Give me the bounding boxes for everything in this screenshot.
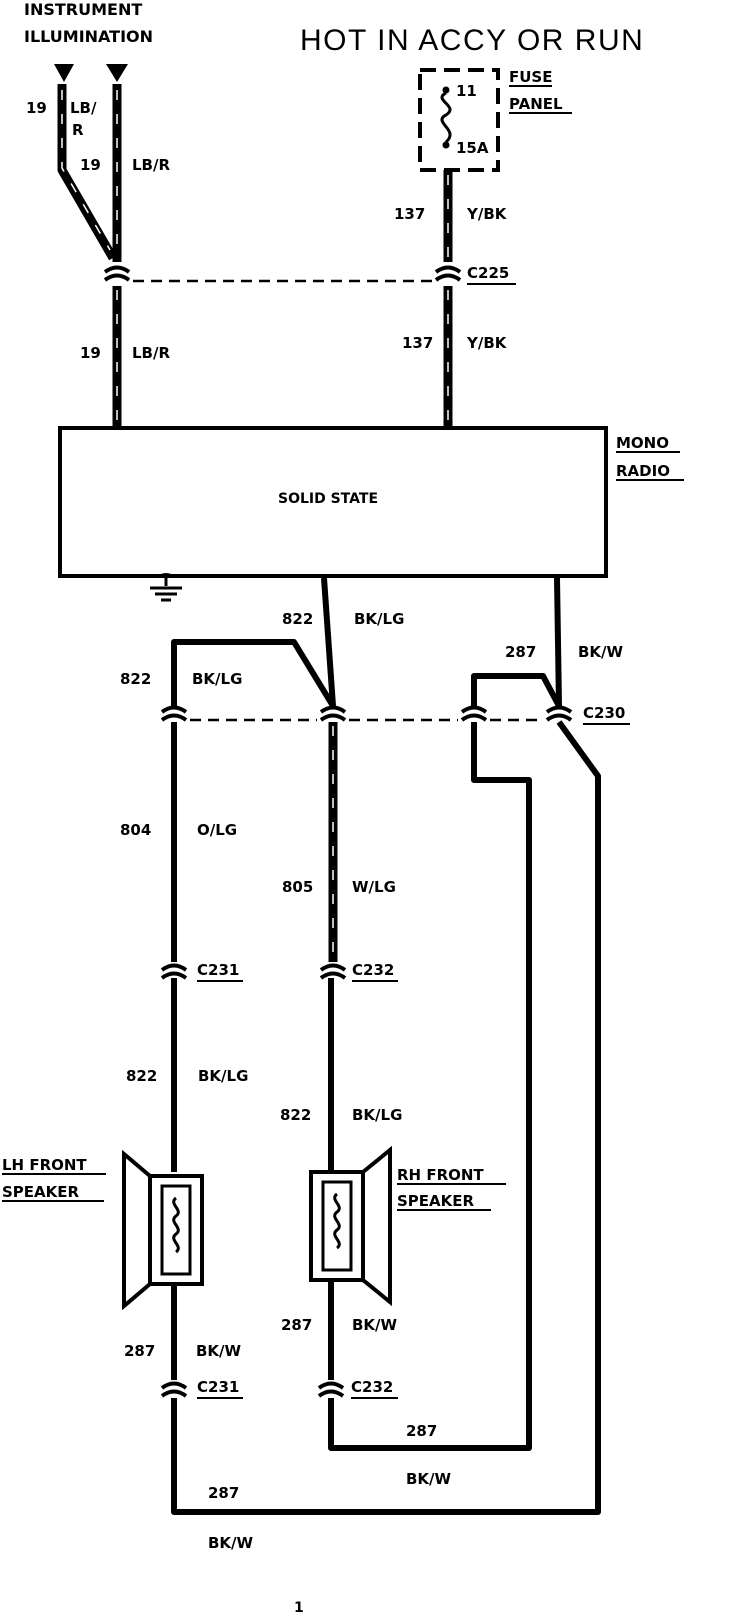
circuit-color: BK/W [208, 1534, 254, 1552]
circuit-number: 137 [394, 205, 425, 223]
c230-connector-icon [160, 705, 188, 722]
fuse-number: 11 [456, 82, 477, 100]
c230-connector-icon [545, 705, 573, 722]
power-state-heading: HOT IN ACCY OR RUN [300, 24, 644, 57]
lh-speaker-label-line2: SPEAKER [2, 1183, 80, 1201]
circuit-color: R [72, 121, 84, 139]
circuit-number: 287 [124, 1342, 155, 1360]
circuit-number: 822 [126, 1067, 157, 1085]
circuit-color: BK/LG [198, 1067, 248, 1085]
c230-label: C230 [583, 704, 625, 722]
illumination-wires [57, 84, 122, 428]
c230-connector-icon [460, 705, 488, 722]
circuit-number: 287 [208, 1484, 239, 1502]
c225-connector-icon [434, 265, 462, 282]
circuit-color: LB/R [132, 156, 170, 174]
circuit-number: 804 [120, 821, 151, 839]
c225-connector-icon [103, 265, 131, 282]
c231-connector-icon [160, 963, 188, 980]
ground-icon [150, 573, 182, 602]
radio-label-line2: RADIO [616, 462, 670, 480]
c225-label: C225 [467, 264, 509, 282]
fuse-element-icon [440, 91, 452, 144]
c231-upper-label: C231 [197, 961, 239, 979]
c232-connector-icon [317, 1381, 345, 1398]
circuit-number: 805 [282, 878, 313, 896]
circuit-color: LB/ [70, 99, 97, 117]
circuit-color: BK/W [578, 643, 624, 661]
fuse-rating: 15A [456, 139, 489, 157]
radio-type: SOLID STATE [278, 491, 378, 507]
circuit-number: 822 [282, 610, 313, 628]
c232-lower-label: C232 [351, 1378, 393, 1396]
circuit-number: 287 [281, 1316, 312, 1334]
radio-label-line1: MONO [616, 434, 669, 452]
circuit-color: W/LG [352, 878, 396, 896]
illumination-arrow-left-icon [54, 64, 74, 82]
c231-lower-label: C231 [197, 1378, 239, 1396]
circuit-color: Y/BK [466, 205, 508, 223]
fuse-panel-label-line2: PANEL [509, 95, 563, 113]
rh-speaker-label-line1: RH FRONT [397, 1166, 484, 1184]
circuit-number: 19 [80, 156, 101, 174]
rh-front-speaker-icon [309, 1145, 392, 1307]
circuit-number: 19 [80, 344, 101, 362]
c231-connector-icon [160, 1381, 188, 1398]
circuit-color: BK/W [352, 1316, 398, 1334]
lh-speaker-label-line1: LH FRONT [2, 1156, 87, 1174]
circuit-number: 822 [280, 1106, 311, 1124]
circuit-number: 822 [120, 670, 151, 688]
fuse-panel [418, 68, 500, 172]
circuit-color: BK/LG [352, 1106, 402, 1124]
circuit-color: BK/W [196, 1342, 242, 1360]
circuit-color: BK/W [406, 1470, 452, 1488]
fuse-panel-label-line1: FUSE [509, 68, 552, 86]
c232-connector-icon [319, 963, 347, 980]
circuit-color: BK/LG [192, 670, 242, 688]
page-number: 1 [294, 1600, 304, 1616]
circuit-number: 287 [505, 643, 536, 661]
instrument-illumination-label-line2: ILLUMINATION [24, 27, 153, 46]
illumination-arrow-right-icon [106, 64, 128, 82]
speaker-wires [171, 577, 601, 1515]
lh-front-speaker-icon [122, 1149, 204, 1311]
circuit-number: 137 [402, 334, 433, 352]
circuit-color: BK/LG [354, 610, 404, 628]
circuit-number: 287 [406, 1422, 437, 1440]
mono-radio-box [58, 426, 608, 578]
circuit-color: O/LG [197, 821, 237, 839]
c232-upper-label: C232 [352, 961, 394, 979]
circuit-number: 19 [26, 99, 47, 117]
circuit-color: LB/R [132, 344, 170, 362]
c230-connector-icon [319, 705, 347, 722]
instrument-illumination-label-line1: INSTRUMENT [24, 0, 142, 19]
circuit-color: Y/BK [466, 334, 508, 352]
rh-speaker-label-line2: SPEAKER [397, 1192, 475, 1210]
